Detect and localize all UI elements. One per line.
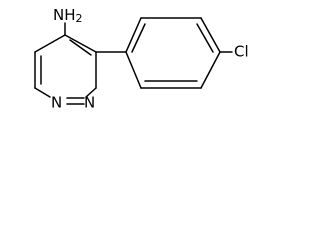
chlorine-label: Cl: [234, 43, 249, 61]
bond-c4-c5-inner: [69, 39, 92, 56]
bond-ph-c1-c2: [125, 17, 142, 53]
bond-ph-c3-c4: [200, 17, 221, 53]
bond-c4-c5: [64, 34, 97, 53]
amine-subscript-label: 2: [76, 12, 83, 25]
amine-label: NH2: [53, 6, 83, 26]
bond-c4-c3: [34, 34, 66, 53]
ring-nitrogen-1-label: N: [51, 94, 62, 112]
bond-ph-c1-c2-inner: [131, 23, 146, 53]
pyridazine-ring: [34, 34, 97, 105]
bond-ph-c4-c5: [200, 51, 221, 89]
bond-n2-c6: [85, 87, 97, 98]
bond-ph-c3-c4-inner: [196, 23, 214, 53]
bond-c2-n1: [34, 87, 51, 98]
chemical-structure: NH2 N N Cl: [34, 6, 249, 112]
bond-ph-c6-c1: [125, 51, 142, 89]
ring-nitrogen-2-label: N: [84, 94, 95, 112]
chlorophenyl-ring: [125, 17, 221, 89]
amine-main-label: NH: [53, 6, 76, 24]
